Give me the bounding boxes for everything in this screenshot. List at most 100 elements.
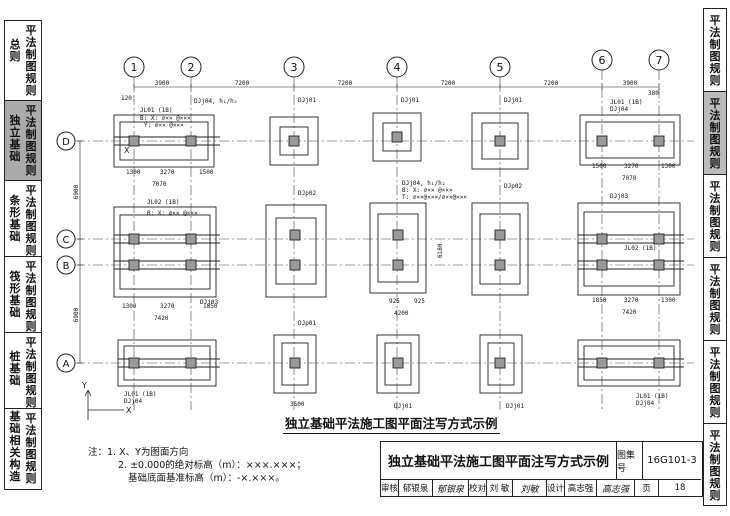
column-axis-label: 1 [131, 61, 138, 74]
footing-djj01-row-a [376, 334, 523, 394]
beam-label: JL01 (1B) [124, 391, 157, 398]
footings-row-d [269, 112, 681, 170]
right-tab-5[interactable]: 平法制图规则 [704, 341, 726, 424]
right-tab-text: 平法制图规则 [709, 97, 721, 170]
foundation-plan-drawing: 1 2 3 4 5 6 7 D C B A [56, 49, 694, 420]
footing-djp02 [265, 204, 327, 298]
beam-label: JL02 (1B) [147, 199, 180, 206]
note-line: 注：1. X、Y为图面方向 [88, 447, 189, 458]
footing-jl02-row-cb [113, 206, 220, 298]
dim-text: 1300 [122, 303, 137, 310]
footing-label: DJj01 [394, 403, 412, 410]
left-tab-isolated-foundation[interactable]: 独立基础 平法制图规则 [5, 101, 41, 181]
right-tab-3[interactable]: 平法制图规则 [704, 175, 726, 258]
beam-label: JL01 (1B) [610, 99, 643, 106]
column-axis-label: 3 [291, 61, 298, 74]
right-tab-1[interactable]: 平法制图规则 [704, 9, 726, 92]
footing-label: DJj01 [401, 97, 419, 104]
left-tab-pile-foundation[interactable]: 桩基础 平法制图规则 [5, 333, 41, 409]
footing-label: DJj03 [610, 193, 628, 200]
dim-text: 1850 [203, 303, 218, 310]
footing-label: DJj04 [636, 400, 654, 407]
rebar-label: B: X: ⌀×× @××× [147, 210, 198, 217]
axis-x-label: X [124, 146, 130, 155]
row-axis-label: D [62, 137, 70, 148]
page-label: 页 [635, 480, 659, 496]
footing-label: DJj01 [504, 97, 522, 104]
footing-djp02-col5 [471, 202, 529, 296]
footing-label: DJj01 [506, 403, 524, 410]
reviewer-signature: 郁银泉 [433, 480, 469, 496]
footing-label: DJj04 [124, 398, 142, 405]
footing-djj01 [269, 116, 319, 166]
right-tab-text: 平法制图规则 [709, 429, 721, 502]
rebar-label: T: ⌀××@×××/⌀××@××× [402, 194, 467, 201]
right-tab-text: 平法制图规则 [709, 180, 721, 253]
footing-djp04 [369, 202, 427, 294]
design-label: 设计 [547, 480, 565, 496]
left-tab-text: 条形基础 [9, 194, 21, 243]
dim-text: 7200 [338, 80, 353, 87]
left-tab-rule: 平法制图规则 [25, 260, 37, 333]
dim-text: 7420 [622, 309, 637, 316]
dim-text: 7200 [441, 80, 456, 87]
column-axis-label: 6 [599, 54, 606, 67]
dim-text: 120 [121, 95, 132, 102]
footing-label: DJj04 [610, 106, 628, 113]
dim-text: 1300 [126, 169, 141, 176]
left-tab-raft-foundation[interactable]: 筏形基础 平法制图规则 [5, 257, 41, 333]
beam-label: JL02 (1B) [624, 245, 657, 252]
footing-label: DJj01 [298, 97, 316, 104]
dim-text: 3270 [624, 163, 639, 170]
checker-name: 刘 敏 [487, 480, 513, 496]
right-tab-2[interactable]: 平法制图规则 [704, 92, 726, 175]
xy-axes-indicator [84, 389, 124, 420]
dim-text: 6900 [73, 184, 80, 199]
footing-djp01-row-a [273, 334, 317, 394]
designer-signature: 高志强 [597, 480, 635, 496]
notes: 注：1. X、Y为图面方向 2. ±0.000的绝对标高（m）：×××.×××；… [88, 446, 306, 485]
dim-text: 3270 [624, 297, 639, 304]
dim-text: 6900 [73, 307, 80, 322]
designer-name: 高志强 [565, 480, 597, 496]
left-tab-related-details[interactable]: 基础相关构造 平法制图规则 [5, 409, 41, 488]
drawing-caption: 独立基础平法施工图平面注写方式示例 [283, 413, 500, 434]
title-block-title: 独立基础平法施工图平面注写方式示例 [381, 442, 617, 480]
right-tab-6[interactable]: 平法制图规则 [704, 424, 726, 504]
row-axis-label: B [63, 261, 70, 272]
footing-djj03-right [577, 202, 684, 296]
footing-djj04-right [579, 114, 681, 166]
page-number: 18 [674, 483, 686, 493]
left-tab-strip-foundation[interactable]: 条形基础 平法制图规则 [5, 181, 41, 257]
footing-djj01 [372, 112, 422, 162]
footing-label: DJp01 [298, 320, 316, 327]
right-tab-text: 平法制图规则 [709, 263, 721, 336]
reviewer-name: 郁银泉 [399, 480, 433, 496]
dim-text: 925 [414, 298, 425, 305]
dim-text: 1850 [592, 297, 607, 304]
right-tab-text: 平法制图规则 [709, 346, 721, 419]
footing-djj04-row-a [117, 339, 220, 387]
footing-label: DJj03 [200, 299, 218, 306]
dim-text: 7070 [622, 175, 637, 182]
right-tab-text: 平法制图规则 [709, 14, 721, 87]
beam-label: JL01 (1B) [636, 393, 669, 400]
dim-text: 1500 [592, 163, 607, 170]
dim-text: 7200 [544, 80, 559, 87]
note-line: 基础底面基准标高（m）：-×.×××。 [128, 473, 285, 484]
atlas-number: 16G101-3 [643, 442, 701, 480]
column-axis-label: 4 [394, 61, 401, 74]
left-tab-rule: 平法制图规则 [25, 24, 37, 97]
rebar-label: B: X: ⌀×× @××× [140, 115, 191, 122]
right-tab-4[interactable]: 平法制图规则 [704, 258, 726, 341]
right-tab-column: 平法制图规则 平法制图规则 平法制图规则 平法制图规则 平法制图规则 平法制图规… [703, 8, 727, 506]
left-tab-general[interactable]: 总则 平法制图规则 [5, 21, 41, 101]
note-line: 2. ±0.000的绝对标高（m）：×××.×××； [118, 460, 307, 471]
axis-y-label: Y [81, 381, 87, 390]
dim-text: 7420 [154, 315, 169, 322]
column-axis-label: 7 [656, 54, 663, 67]
dim-text: 7200 [235, 80, 250, 87]
row-axis-label: C [63, 235, 70, 246]
left-tab-rule: 平法制图规则 [25, 104, 37, 177]
left-tab-text: 桩基础 [9, 350, 21, 387]
